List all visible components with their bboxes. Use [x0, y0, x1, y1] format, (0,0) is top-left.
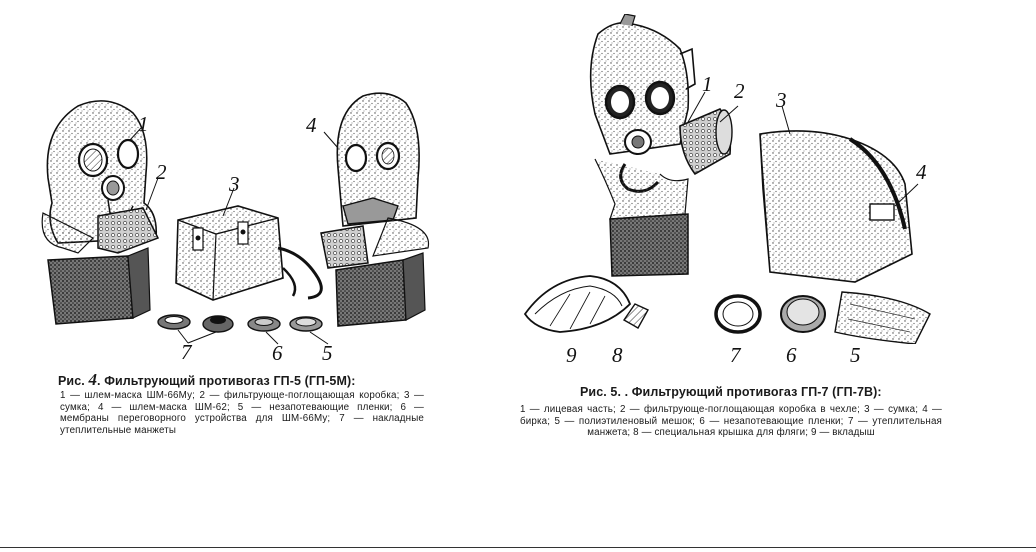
antifog-films-5: [289, 316, 323, 332]
fig4-label-1: 1: [138, 112, 149, 136]
fig5-label-5: 5: [850, 343, 861, 367]
fig5-label-8: 8: [612, 343, 623, 367]
bust-stand-left: [41, 212, 151, 325]
fig5-label-2: 2: [734, 79, 745, 103]
helmet-mask-shm62: [336, 92, 420, 227]
fig4-label-6: 6: [272, 341, 283, 365]
figure-5-caption-prefix: Рис. 5.: [580, 385, 622, 399]
figure-5-leader-lines: [687, 91, 919, 207]
fig5-label-4: 4: [916, 160, 927, 184]
figure-4-leader-lines: [129, 127, 339, 345]
fig5-label-1: 1: [702, 72, 713, 96]
fig5-label-3: 3: [776, 88, 787, 112]
bottom-rule: [0, 547, 1036, 548]
figure-4-caption-title: Рис. 4. Фильтрующий противогаз ГП-5 (ГП-…: [58, 370, 356, 390]
fig5-label-7: 7: [730, 343, 741, 367]
bust-stand-right: [335, 217, 430, 327]
helmet-mask-shm66mu: [46, 100, 158, 244]
fig5-label-9: 9: [566, 343, 577, 367]
fig4-label-4: 4: [306, 113, 317, 137]
bag-gp7: [759, 130, 913, 283]
figure-4-caption-prefix: Рис.: [58, 374, 85, 388]
flask-lid-8: [622, 303, 649, 329]
fig4-label-3: 3: [229, 172, 240, 196]
fig4-label-7: 7: [181, 340, 192, 364]
fig4-label-2: 2: [156, 160, 167, 184]
face-piece-gp7: [589, 14, 696, 193]
figure-4-illustration: [41, 92, 430, 345]
fig4-label-5: 5: [322, 341, 333, 365]
figure-5-caption-text: 1 — лицевая часть; 2 — фильтрующе-поглощ…: [520, 404, 942, 439]
figure-5-illustration: [523, 14, 931, 344]
figure-4-number: 4: [88, 370, 98, 389]
filter-canister-right: [320, 225, 369, 269]
figure-5-caption-title: Рис. 5. . Фильтрующий противогаз ГП-7 (Г…: [580, 385, 882, 399]
insert-9: [523, 275, 632, 333]
figure-4-title-text: . Фильтрующий противогаз ГП-5 (ГП-5М):: [97, 374, 356, 388]
fig5-label-6: 6: [786, 343, 797, 367]
polyethylene-bag-5: [834, 291, 931, 344]
insulating-cuffs-7: [157, 314, 234, 333]
bust-stand-gp7: [594, 158, 689, 277]
speech-membranes-6: [247, 316, 281, 332]
figure-5-title-text: . Фильтрующий противогаз ГП-7 (ГП-7В):: [624, 385, 882, 399]
filter-canister-in-cover: [679, 108, 733, 176]
filter-canister-left: [97, 207, 160, 254]
bag-gp5: [175, 205, 323, 301]
insulating-cuff-7: [714, 294, 762, 334]
figure-4-caption-text: 1 — шлем-маска ШМ-66Му; 2 — фильтрующе-п…: [60, 390, 424, 436]
antifog-films-6: [780, 295, 826, 333]
